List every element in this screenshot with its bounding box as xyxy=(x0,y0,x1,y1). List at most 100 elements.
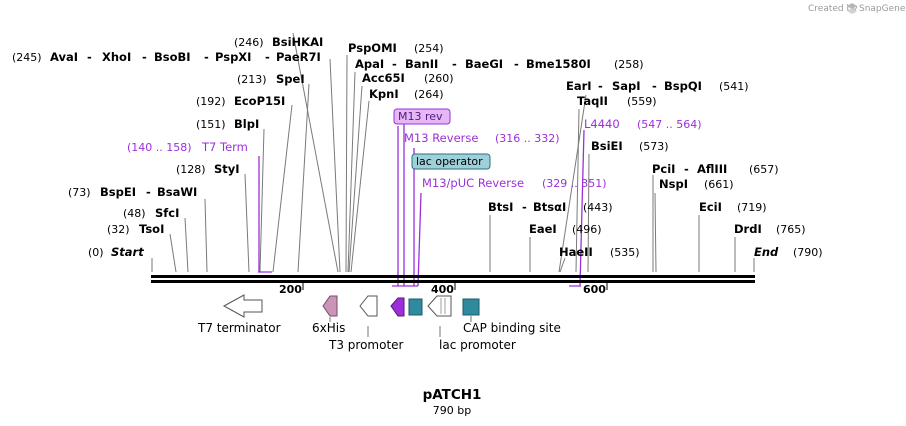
site-eari[interactable]: EarI xyxy=(566,79,592,93)
site-afliii[interactable]: AflIII xyxy=(697,162,727,176)
site-baegi[interactable]: BaeGI xyxy=(465,57,503,71)
primer-l4440[interactable]: L4440 xyxy=(584,117,620,131)
feature-t3-promoter-label: T3 promoter xyxy=(328,338,404,352)
site-sep: - xyxy=(146,185,151,199)
site-styi[interactable]: StyI xyxy=(214,162,240,176)
site-pos: (245) xyxy=(12,51,42,64)
site-bsawi[interactable]: BsaWI xyxy=(157,185,197,199)
site-apai[interactable]: ApaI xyxy=(355,57,384,71)
feature-lac-operator-shape[interactable] xyxy=(408,298,423,316)
site-tsoi[interactable]: TsoI xyxy=(139,222,164,236)
site-paer7i[interactable]: PaeR7I xyxy=(276,50,321,64)
site-acc65i[interactable]: Acc65I xyxy=(362,71,405,85)
site-pos: (657) xyxy=(749,163,779,176)
start-pos: (0) xyxy=(88,246,104,259)
site-bsihkai[interactable]: BsiHKAI xyxy=(272,35,323,49)
site-pos: (535) xyxy=(610,246,640,259)
site-blpi[interactable]: BlpI xyxy=(234,117,259,131)
site-btsi[interactable]: BtsI xyxy=(488,200,513,214)
site-pos: (496) xyxy=(572,223,602,236)
feature-t7-terminator[interactable] xyxy=(222,294,263,318)
feature-lac-operator-box[interactable]: lac operator xyxy=(411,153,491,170)
site-kpni[interactable]: KpnI xyxy=(369,87,399,101)
site-bme1580i[interactable]: Bme1580I xyxy=(526,57,591,71)
site-pspomi[interactable]: PspOMI xyxy=(348,41,397,55)
feature-t7-terminator-label: T7 terminator xyxy=(197,321,281,335)
end-label: End xyxy=(754,245,779,259)
site-taqii[interactable]: TaqII xyxy=(577,94,608,108)
end-pos: (790) xyxy=(793,246,823,259)
tick-label: 600 xyxy=(583,283,606,296)
site-nspi[interactable]: NspI xyxy=(659,177,688,191)
site-drdi[interactable]: DrdI xyxy=(734,222,762,236)
feature-cap-binding-site[interactable] xyxy=(462,298,480,316)
site-spei[interactable]: SpeI xyxy=(276,72,305,86)
site-pos: (32) xyxy=(107,223,130,236)
site-bsobi[interactable]: BsoBI xyxy=(154,50,191,64)
site-sep: - xyxy=(652,79,657,93)
site-pos: (541) xyxy=(719,80,749,93)
plasmid-name: pATCH1 xyxy=(423,387,482,403)
backbone xyxy=(151,275,755,283)
site-pos: (443) xyxy=(583,201,613,214)
site-bspei[interactable]: BspEI xyxy=(100,185,136,199)
site-apai-group: ApaI - BanII - BaeGI - Bme1580I (258) xyxy=(355,57,644,71)
primer-lines xyxy=(258,124,585,287)
site-pos: (192) xyxy=(196,95,226,108)
feature-cap-binding-site-label: CAP binding site xyxy=(463,321,561,335)
site-pos: (48) xyxy=(123,207,146,220)
primer-m13-puc-reverse[interactable]: M13/pUC Reverse xyxy=(422,176,524,190)
site-ecop15i[interactable]: EcoP15I xyxy=(234,94,285,108)
site-pos: (73) xyxy=(68,186,91,199)
site-haeii[interactable]: HaeII xyxy=(559,245,593,259)
site-bspqi[interactable]: BspQI xyxy=(664,79,702,93)
site-pos: (264) xyxy=(414,88,444,101)
feature-6xhis[interactable] xyxy=(322,295,338,317)
site-eaei[interactable]: EaeI xyxy=(529,222,557,236)
primer-t7-term[interactable]: T7 Term xyxy=(201,140,248,154)
site-pos: (128) xyxy=(176,163,206,176)
site-pspxi[interactable]: PspXI xyxy=(215,50,251,64)
site-sep: - xyxy=(392,57,397,71)
site-sep: - xyxy=(265,50,270,64)
site-eari-group: EarI - SapI - BspQI (541) xyxy=(566,79,749,93)
site-sapi[interactable]: SapI xyxy=(612,79,641,93)
feature-label-connectors xyxy=(329,316,472,337)
primer-range: (140 .. 158) xyxy=(127,141,192,154)
feature-t3-promoter[interactable] xyxy=(359,295,378,317)
site-sep: - xyxy=(204,50,209,64)
tick-label: 200 xyxy=(279,283,302,296)
site-sep: - xyxy=(598,79,603,93)
plasmid-length: 790 bp xyxy=(433,404,471,417)
feature-lac-operator-label: lac operator xyxy=(416,155,483,168)
site-banii[interactable]: BanII xyxy=(405,57,438,71)
start-label: Start xyxy=(111,245,144,259)
site-bsiei[interactable]: BsiEI xyxy=(591,139,623,153)
site-pos: (765) xyxy=(776,223,806,236)
credit-text: Created by xyxy=(808,4,858,14)
site-pos: (661) xyxy=(704,178,734,191)
feature-m13-rev-shape[interactable] xyxy=(390,297,405,317)
site-sfci[interactable]: SfcI xyxy=(155,206,179,220)
site-pos: (151) xyxy=(196,118,226,131)
site-sep: - xyxy=(514,57,519,71)
site-pos: (573) xyxy=(639,140,669,153)
tick-label: 400 xyxy=(431,283,454,296)
feature-6xhis-label: 6xHis xyxy=(312,321,345,335)
site-pos: (719) xyxy=(737,201,767,214)
primer-m13-reverse[interactable]: M13 Reverse xyxy=(404,131,478,145)
site-btsai[interactable]: BtsαI xyxy=(533,200,566,214)
site-sep: - xyxy=(87,50,92,64)
site-pos: (260) xyxy=(424,72,454,85)
snapgene-logo-icon xyxy=(847,3,857,14)
site-xhoi[interactable]: XhoI xyxy=(102,50,131,64)
feature-lac-promoter[interactable] xyxy=(427,295,452,317)
feature-lac-promoter-label: lac promoter xyxy=(439,338,516,352)
site-pos: (258) xyxy=(614,58,644,71)
scale-ticks xyxy=(302,283,608,290)
site-pos: (213) xyxy=(237,73,267,86)
site-pcii[interactable]: PciI xyxy=(652,162,675,176)
feature-m13-rev-box[interactable]: M13 rev xyxy=(393,108,451,125)
site-ecii[interactable]: EciI xyxy=(699,200,722,214)
site-avai[interactable]: AvaI xyxy=(50,50,78,64)
